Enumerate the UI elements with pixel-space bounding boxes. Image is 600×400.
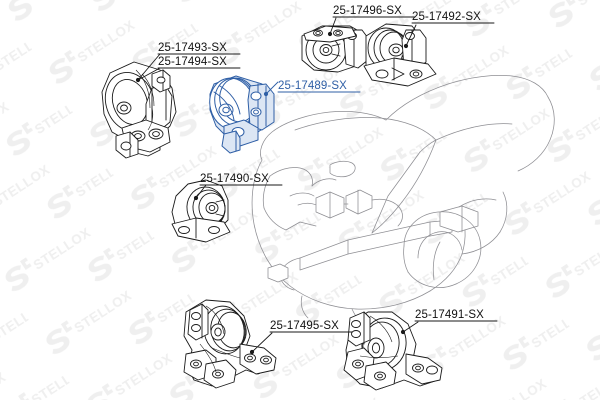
callout-25-17491-SX[interactable]: 25-17491-SX [415,309,484,321]
callout-25-17494-SX[interactable]: 25-17494-SX [158,56,227,68]
callout-25-17489-SX[interactable]: 25-17489-SX [278,80,347,92]
callout-25-17496-SX[interactable]: 25-17496-SX [333,5,402,17]
callout-25-17493-SX[interactable]: 25-17493-SX [158,42,227,54]
callout-25-17492-SX[interactable]: 25-17492-SX [412,11,481,23]
callout-25-17490-SX[interactable]: 25-17490-SX [200,173,269,185]
callout-25-17495-SX[interactable]: 25-17495-SX [270,320,339,332]
